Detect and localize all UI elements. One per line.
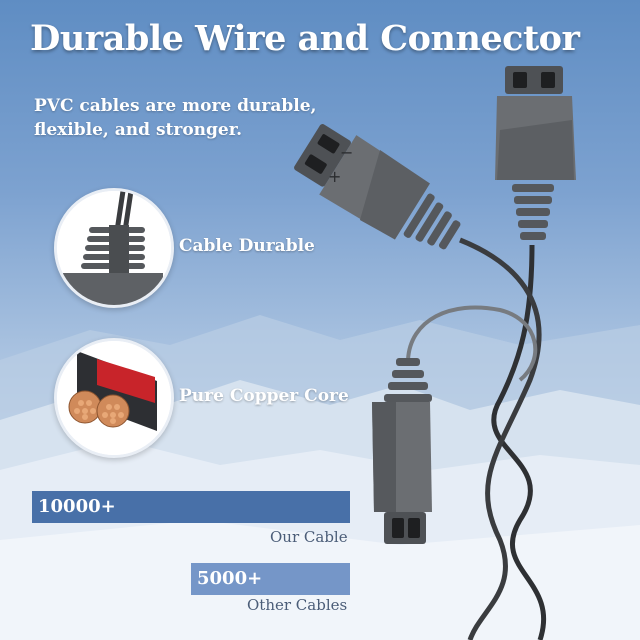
cable-durable-image: [54, 188, 174, 308]
feature-cable-durable: Cable Durable: [179, 236, 315, 256]
our-cable-label: Our Cable: [270, 528, 348, 546]
copper-core-image: [54, 338, 174, 458]
our-cable-bar: 10000+: [32, 491, 350, 523]
other-cables-bar: 5000+: [191, 563, 350, 595]
cable-strain-relief-icon: [57, 191, 171, 305]
bottom-connector: [372, 358, 432, 544]
copper-core-icon: [57, 341, 171, 455]
page-subtitle: PVC cables are more durable, flexible, a…: [34, 96, 317, 140]
diagonal-connector: [294, 124, 461, 250]
plus-mark: +: [328, 167, 341, 186]
page-title: Durable Wire and Connector: [30, 18, 580, 59]
feature-pure-copper-core: Pure Copper Core: [179, 386, 349, 406]
our-cable-value: 10000+: [38, 496, 116, 517]
top-connector: [495, 66, 576, 240]
other-cables-value: 5000+: [197, 568, 263, 589]
minus-mark: −: [340, 143, 353, 162]
other-cables-label: Other Cables: [247, 596, 348, 614]
